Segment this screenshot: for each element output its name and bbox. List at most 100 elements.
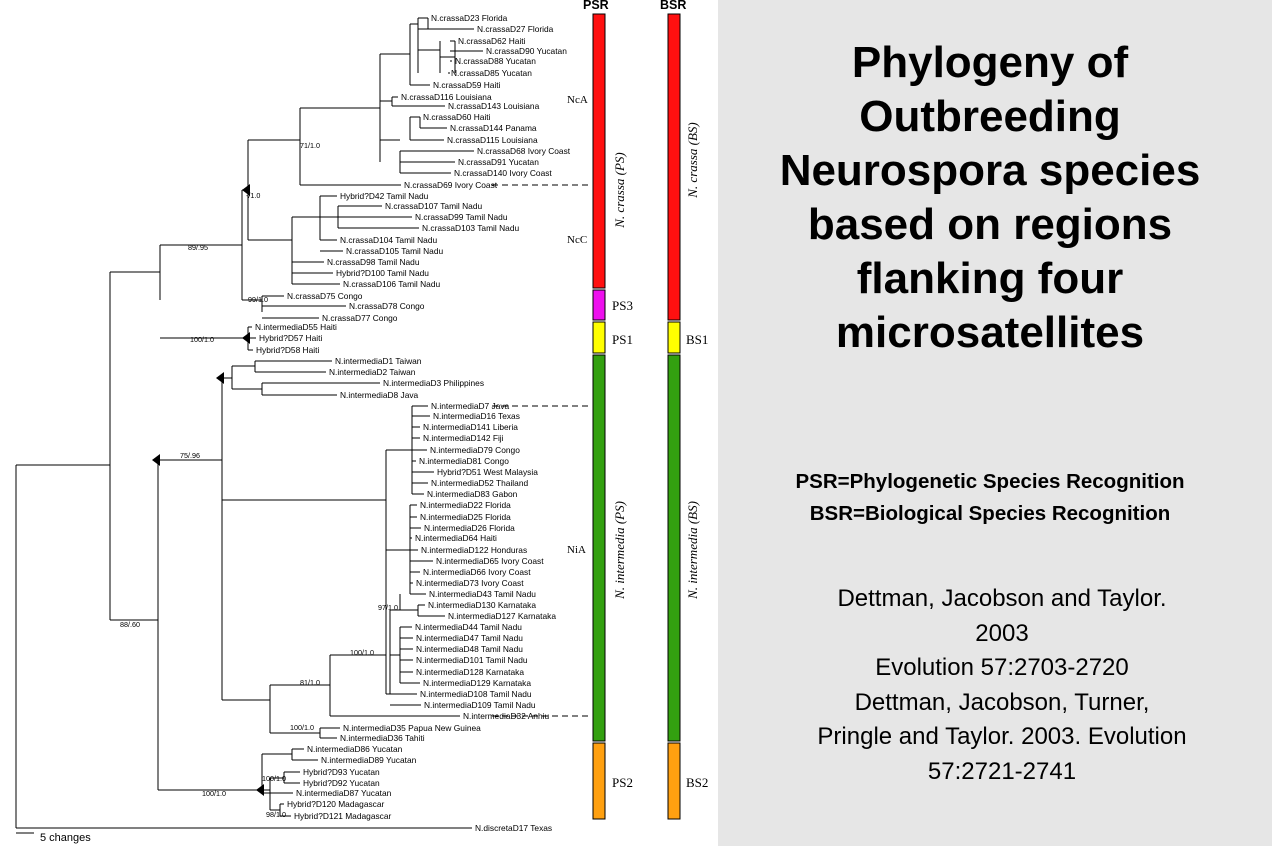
taxon-label: N.intermediaD47 Tamil Nadu bbox=[416, 633, 523, 643]
taxon-label: N.crassaD103 Tamil Nadu bbox=[422, 223, 519, 233]
taxon-label: N.intermediaD89 Yucatan bbox=[321, 755, 417, 765]
taxon-label: N.crassaD143 Louisiana bbox=[448, 101, 540, 111]
reference-line: Pringle and Taylor. 2003. Evolution bbox=[817, 723, 1187, 750]
support-value: 99/1.0 bbox=[248, 295, 268, 304]
taxon-label: N.intermediaD127 Karnataka bbox=[448, 611, 556, 621]
taxon-label: N.intermediaD44 Tamil Nadu bbox=[415, 622, 522, 632]
taxon-label: N.intermediaD66 Ivory Coast bbox=[423, 567, 531, 577]
support-value: -/1.0 bbox=[246, 191, 260, 200]
taxon-label: N.intermediaD7 Java bbox=[431, 401, 510, 411]
taxon-label: N.crassaD60 Haiti bbox=[423, 112, 491, 122]
reference-line: 2003 bbox=[975, 619, 1029, 647]
clade-label: NcC bbox=[567, 234, 587, 246]
node-marker bbox=[242, 184, 250, 196]
node-marker bbox=[152, 454, 160, 466]
taxon-label: N.crassaD69 Ivory Coast bbox=[404, 180, 498, 190]
taxon-label: Hybrid?D100 Tamil Nadu bbox=[336, 268, 429, 278]
support-value: 97/1.0 bbox=[378, 603, 398, 612]
taxon-label: N.discretaD17 Texas bbox=[475, 823, 552, 833]
taxon-label: N.crassaD78 Congo bbox=[349, 301, 425, 311]
taxon-label: N.intermediaD35 Papua New Guinea bbox=[343, 723, 481, 733]
psr-group-label: PS2 bbox=[612, 775, 633, 790]
bsr-definition: BSR=Biological Species Recognition bbox=[809, 502, 1171, 525]
taxon-label: N.intermediaD87 Yucatan bbox=[296, 788, 392, 798]
taxon-label: N.intermediaD129 Karnataka bbox=[423, 678, 531, 688]
taxon-label: Hybrid?D42 Tamil Nadu bbox=[340, 191, 429, 201]
psr-group-label: PS1 bbox=[612, 332, 633, 347]
taxon-label: N.crassaD88 Yucatan bbox=[455, 56, 536, 66]
scale-bar-label: 5 changes bbox=[40, 832, 91, 844]
taxon-label: N.intermediaD52 Thailand bbox=[431, 478, 528, 488]
taxon-label: N.crassaD85 Yucatan bbox=[451, 68, 532, 78]
support-value: 88/.60 bbox=[120, 620, 140, 629]
clade-label: NcA bbox=[567, 94, 588, 106]
taxon-label: N.crassaD140 Ivory Coast bbox=[454, 168, 552, 178]
taxon-label: N.crassaD23 Florida bbox=[431, 13, 508, 23]
taxon-label: N.crassaD75 Congo bbox=[287, 291, 363, 301]
taxon-label: Hybrid?D92 Yucatan bbox=[303, 778, 380, 788]
support-value: 100/1.0 bbox=[262, 774, 286, 783]
taxon-label: N.intermediaD141 Liberia bbox=[423, 422, 518, 432]
taxon-label: N.intermediaD83 Gabon bbox=[427, 489, 518, 499]
bsr-bar bbox=[667, 354, 681, 742]
bsr-group-label: BS1 bbox=[686, 332, 708, 347]
taxon-label: Hybrid?D93 Yucatan bbox=[303, 767, 380, 777]
node-marker bbox=[242, 332, 250, 344]
reference-line: Dettman, Jacobson, Turner, bbox=[854, 688, 1150, 716]
taxon-label: N.intermediaD109 Tamil Nadu bbox=[424, 700, 536, 710]
description-panel: Phylogeny of Outbreeding Neurospora spec… bbox=[718, 0, 1272, 846]
taxon-label: N.crassaD59 Haiti bbox=[433, 80, 501, 90]
taxon-label: N.crassaD105 Tamil Nadu bbox=[346, 246, 443, 256]
taxon-label: N.intermediaD86 Yucatan bbox=[307, 744, 403, 754]
taxon-label: N.intermediaD16 Texas bbox=[433, 411, 520, 421]
psr-group-label: N. intermedia (PS) bbox=[612, 501, 627, 600]
taxon-label: N.intermediaD3 Philippines bbox=[383, 378, 484, 388]
taxon-label: N.intermediaD79 Congo bbox=[430, 445, 520, 455]
bsr-group-label: N. crassa (BS) bbox=[685, 122, 700, 198]
taxon-label: N.intermediaD128 Karnataka bbox=[416, 667, 524, 677]
taxon-label: N.intermediaD55 Haiti bbox=[255, 322, 337, 332]
support-value: 100/1.0 bbox=[190, 335, 214, 344]
references: Dettman, Jacobson and Taylor. 2003 Evolu… bbox=[742, 582, 1262, 789]
taxon-label: N.intermediaD36 Tahiti bbox=[340, 733, 425, 743]
taxon-label: Hybrid?D58 Haiti bbox=[256, 345, 319, 355]
bsr-group-label: BS2 bbox=[686, 775, 708, 790]
support-value: 100/1.0 bbox=[290, 723, 314, 732]
bsr-group-label: N. intermedia (BS) bbox=[685, 501, 700, 600]
taxon-label: N.crassaD68 Ivory Coast bbox=[477, 146, 571, 156]
taxon-label: N.crassaD91 Yucatan bbox=[458, 157, 539, 167]
taxon-label: N.crassaD116 Louisiana bbox=[401, 92, 492, 102]
psr-column-header: PSR bbox=[583, 0, 609, 12]
reference-line: 57:2721-2741 bbox=[927, 757, 1077, 785]
psr-bar bbox=[592, 321, 606, 354]
taxon-label: N.intermediaD2 Taiwan bbox=[329, 367, 416, 377]
support-value: 71/1.0 bbox=[300, 141, 320, 150]
taxon-label: N.intermediaD142 Fiji bbox=[423, 433, 504, 443]
taxon-label: N.crassaD107 Tamil Nadu bbox=[385, 201, 482, 211]
taxon-label: N.intermediaD64 Haiti bbox=[415, 533, 497, 543]
taxon-label: N.intermediaD22 Florida bbox=[420, 500, 511, 510]
taxon-label: N.crassaD99 Tamil Nadu bbox=[415, 212, 508, 222]
taxon-label: N.crassaD144 Panama bbox=[450, 123, 537, 133]
taxon-label: N.intermediaD73 Ivory Coast bbox=[416, 578, 524, 588]
psr-group-label: PS3 bbox=[612, 298, 633, 313]
bsr-column-header: BSR bbox=[660, 0, 686, 12]
taxon-label: N.crassaD77 Congo bbox=[322, 313, 398, 323]
support-value: 100/1.0 bbox=[202, 789, 226, 798]
taxon-label: Hybrid?D121 Madagascar bbox=[294, 811, 392, 821]
node-marker bbox=[216, 372, 224, 384]
support-value: 100/1.0 bbox=[350, 648, 374, 657]
psr-bar bbox=[592, 13, 606, 289]
taxon-label: N.intermediaD26 Florida bbox=[424, 523, 515, 533]
taxon-label: N.intermediaD25 Florida bbox=[420, 512, 511, 522]
taxon-label: N.crassaD62 Haiti bbox=[458, 36, 526, 46]
bsr-bar bbox=[667, 321, 681, 354]
taxon-label: N.intermediaD43 Tamil Nadu bbox=[429, 589, 536, 599]
support-value: 98/1.0 bbox=[266, 810, 286, 819]
support-value: 89/.95 bbox=[188, 243, 208, 252]
taxon-label: N.crassaD106 Tamil Nadu bbox=[343, 279, 440, 289]
psr-bar bbox=[592, 354, 606, 742]
taxon-label: N.intermediaD101 Tamil Nadu bbox=[416, 655, 528, 665]
taxon-label: N.intermediaD1 Taiwan bbox=[335, 356, 422, 366]
